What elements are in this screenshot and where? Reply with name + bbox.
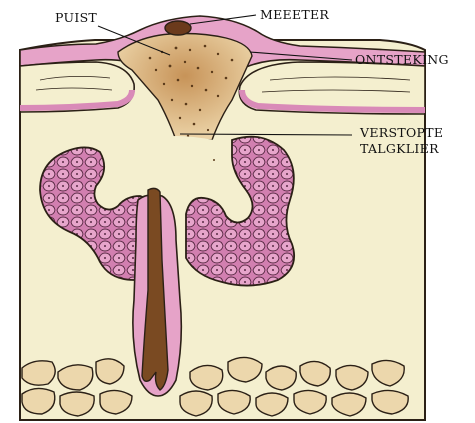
label-meeeter: MEEETER <box>260 7 329 23</box>
label-ontsteking: ONTSTEKING <box>355 52 449 68</box>
label-puist: PUIST <box>55 10 97 26</box>
label-verstopte-line1: VERSTOPTE <box>360 125 443 141</box>
label-verstopte-line2: TALGKLIER <box>360 141 439 157</box>
blackhead <box>165 21 191 35</box>
